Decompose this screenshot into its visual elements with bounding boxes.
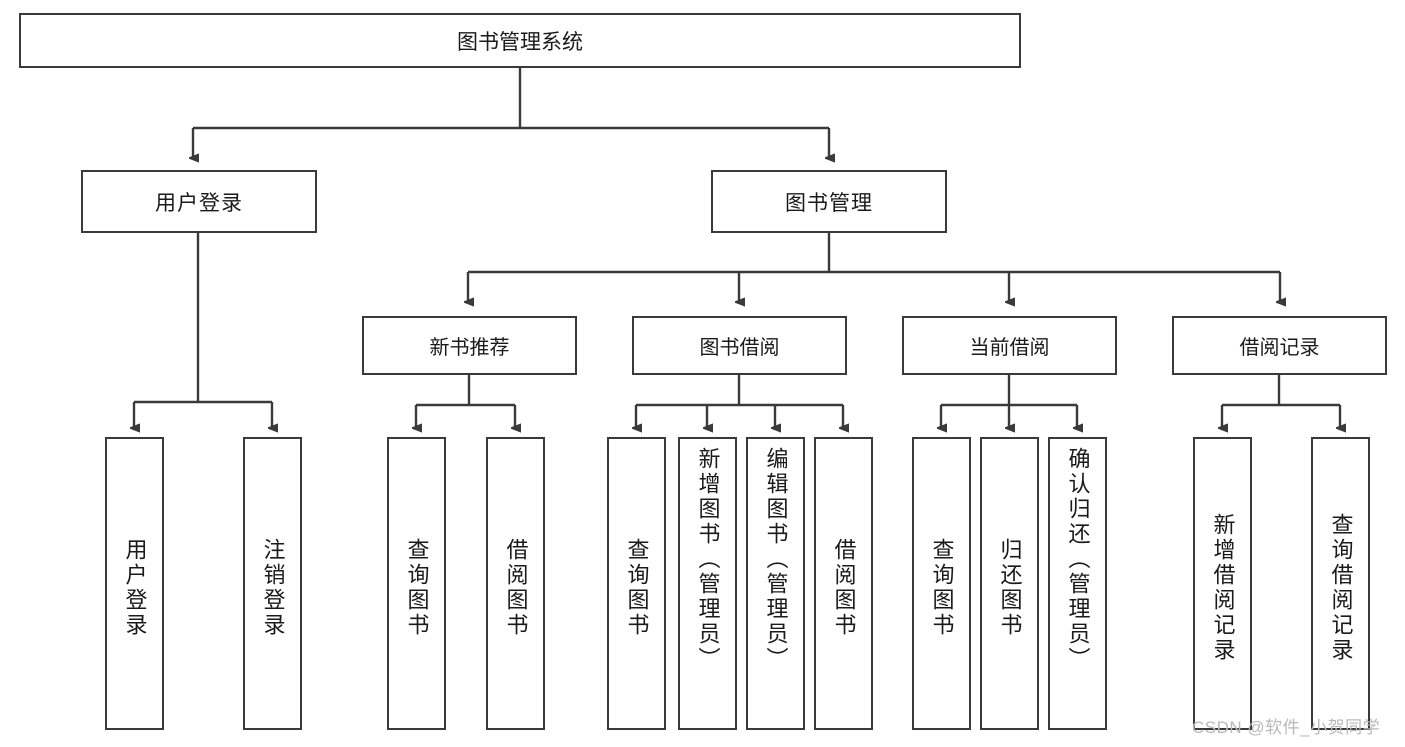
leaf-current-borrow-query[interactable]: 查询图书 (912, 437, 971, 730)
leaf-borrow-record-add[interactable]: 新增借阅记录 (1193, 437, 1252, 730)
node-label: 图书管理系统 (457, 30, 583, 54)
leaf-new-book-borrow[interactable]: 借阅图书 (486, 437, 545, 730)
leaf-book-borrow-edit[interactable]: 编辑图书（管理员） (746, 437, 805, 730)
leaf-label: 用户登录 (122, 537, 148, 638)
node-new-book-recommend[interactable]: 新书推荐 (362, 316, 577, 375)
leaf-user-login-logout[interactable]: 注销登录 (243, 437, 302, 730)
leaf-borrow-record-query[interactable]: 查询借阅记录 (1311, 437, 1370, 730)
node-label: 当前借阅 (969, 337, 1050, 359)
leaf-label: 借阅图书 (503, 537, 529, 638)
node-label: 借阅记录 (1239, 337, 1320, 359)
leaf-book-borrow-borrow[interactable]: 借阅图书 (814, 437, 873, 730)
leaf-label: 查询图书 (624, 537, 650, 638)
leaf-label: 注销登录 (260, 537, 286, 638)
node-label: 用户登录 (155, 191, 243, 215)
leaf-book-borrow-add[interactable]: 新增图书（管理员） (678, 437, 737, 730)
leaf-label: 编辑图书（管理员） (763, 447, 789, 672)
leaf-current-borrow-return[interactable]: 归还图书 (980, 437, 1039, 730)
node-label: 新书推荐 (429, 337, 510, 359)
leaf-label: 查询图书 (929, 537, 955, 638)
leaf-label: 查询借阅记录 (1328, 512, 1354, 663)
watermark-csdn: CSDN @软件_小贺同学 (1192, 718, 1381, 737)
leaf-label: 确认归还（管理员） (1065, 447, 1091, 672)
leaf-label: 归还图书 (997, 537, 1023, 638)
node-label: 图书借阅 (699, 337, 780, 359)
leaf-label: 查询图书 (404, 537, 430, 638)
leaf-new-book-query[interactable]: 查询图书 (387, 437, 446, 730)
leaf-label: 新增借阅记录 (1210, 512, 1236, 663)
leaf-label: 新增图书（管理员） (695, 447, 721, 672)
node-book-borrow[interactable]: 图书借阅 (632, 316, 847, 375)
leaf-current-borrow-confirm-return[interactable]: 确认归还（管理员） (1048, 437, 1107, 730)
leaf-book-borrow-query[interactable]: 查询图书 (607, 437, 666, 730)
node-borrow-record[interactable]: 借阅记录 (1172, 316, 1387, 375)
node-user-login[interactable]: 用户登录 (81, 170, 317, 233)
node-label: 图书管理 (785, 191, 873, 215)
node-book-management[interactable]: 图书管理 (711, 170, 947, 233)
node-current-borrow[interactable]: 当前借阅 (902, 316, 1117, 375)
leaf-label: 借阅图书 (831, 537, 857, 638)
leaf-user-login-login[interactable]: 用户登录 (105, 437, 164, 730)
node-root-book-management-system[interactable]: 图书管理系统 (19, 13, 1021, 68)
